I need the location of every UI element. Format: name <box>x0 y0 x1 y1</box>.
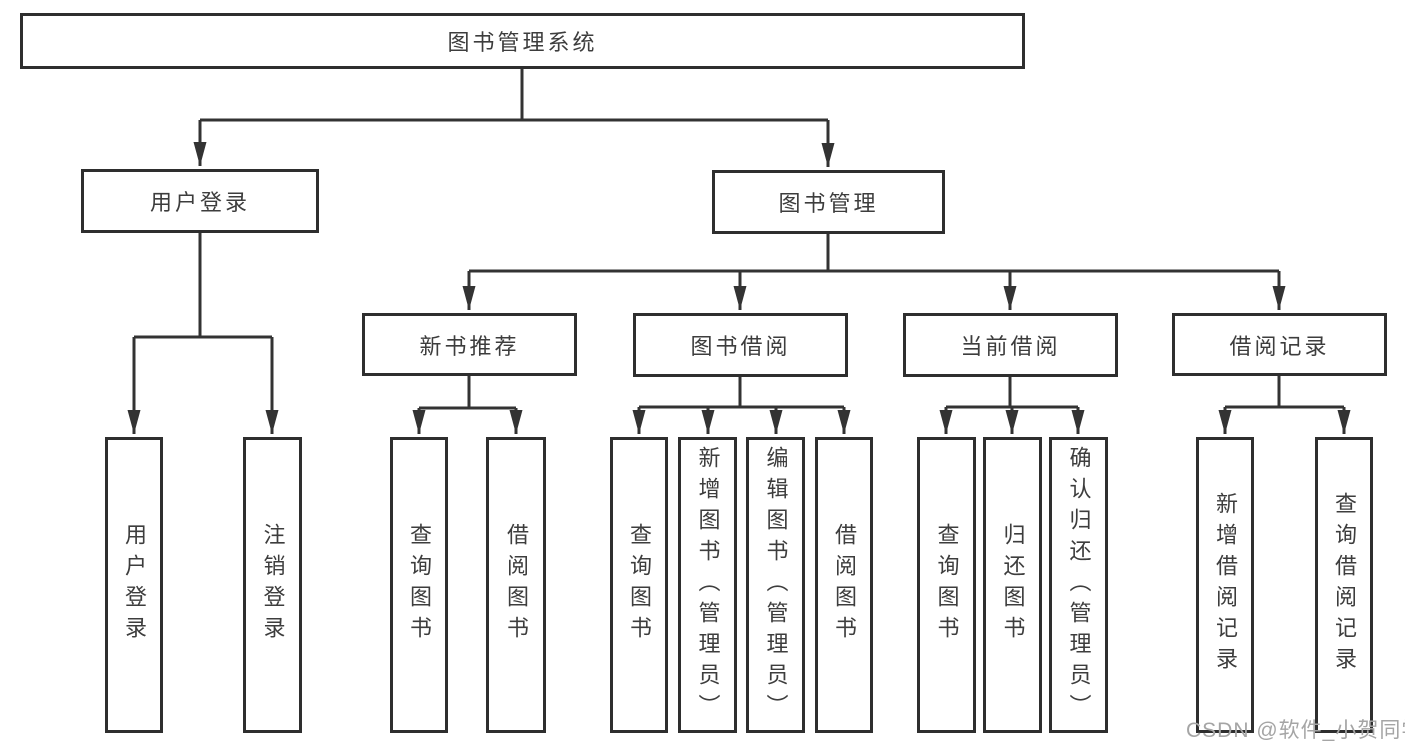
leaf-logout: 注销登录 <box>243 437 302 733</box>
node-current-borrowing: 当前借阅 <box>903 313 1118 377</box>
leaf-add-borrow-record: 新增借阅记录 <box>1196 437 1254 733</box>
leaf-borrow-books-recommend: 借阅图书 <box>486 437 546 733</box>
node-user-login: 用户登录 <box>81 169 319 233</box>
leaf-return-books: 归还图书 <box>983 437 1042 733</box>
leaf-label: 注销登录 <box>260 523 286 647</box>
leaf-query-books-borrow: 查询图书 <box>610 437 668 733</box>
leaf-query-borrow-record: 查询借阅记录 <box>1315 437 1373 733</box>
leaf-label: 用户登录 <box>122 523 147 647</box>
leaf-label: 新增借阅记录 <box>1213 492 1238 678</box>
leaf-label: 查询图书 <box>627 523 652 647</box>
node-label: 图书借阅 <box>690 334 791 359</box>
leaf-user-login: 用户登录 <box>105 437 163 733</box>
node-book-management: 图书管理 <box>712 170 945 234</box>
leaf-label: 查询图书 <box>934 523 960 647</box>
leaf-label: 借阅图书 <box>832 523 857 647</box>
node-borrowing-records: 借阅记录 <box>1172 313 1387 376</box>
leaf-query-books-recommend: 查询图书 <box>390 437 448 733</box>
leaf-label: 查询借阅记录 <box>1332 492 1357 678</box>
csdn-watermark: CSDN @软件_小贺同学 <box>1186 719 1405 742</box>
leaf-label: 归还图书 <box>1000 523 1026 647</box>
leaf-label: 编辑图书（管理员） <box>763 445 789 725</box>
node-label: 图书管理 <box>778 191 879 216</box>
node-library-management-system: 图书管理系统 <box>20 13 1025 69</box>
node-book-borrowing: 图书借阅 <box>633 313 848 377</box>
node-label: 新书推荐 <box>419 333 520 359</box>
leaf-label: 借阅图书 <box>504 523 529 647</box>
node-label: 借阅记录 <box>1229 333 1330 359</box>
leaf-borrow-books: 借阅图书 <box>815 437 873 733</box>
node-label: 图书管理系统 <box>447 30 598 55</box>
leaf-label: 查询图书 <box>407 523 432 647</box>
leaf-label: 新增图书（管理员） <box>695 445 721 725</box>
leaf-add-books-admin: 新增图书（管理员） <box>678 437 737 733</box>
leaf-confirm-return-admin: 确认归还（管理员） <box>1049 437 1108 733</box>
leaf-edit-books-admin: 编辑图书（管理员） <box>746 437 805 733</box>
leaf-label: 确认归还（管理员） <box>1066 445 1092 725</box>
node-label: 用户登录 <box>149 190 250 215</box>
node-new-book-recommend: 新书推荐 <box>362 313 577 376</box>
leaf-query-books-current: 查询图书 <box>917 437 976 733</box>
node-label: 当前借阅 <box>960 334 1061 359</box>
